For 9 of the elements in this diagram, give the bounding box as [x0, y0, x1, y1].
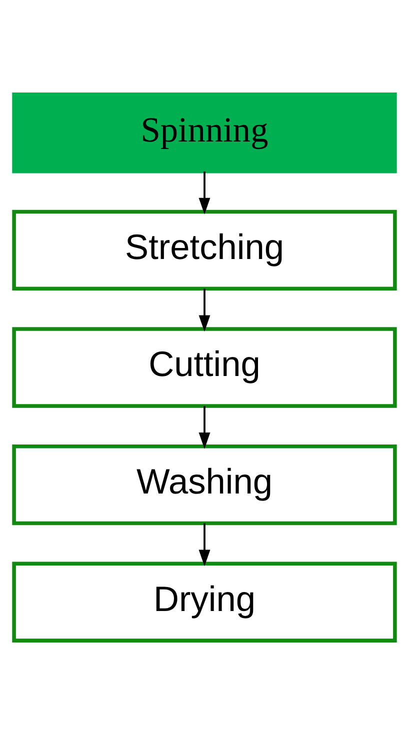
- node-box: Drying: [12, 562, 396, 642]
- arrow: [198, 523, 210, 566]
- node-box: Washing: [12, 444, 396, 526]
- node-box: Cutting: [12, 327, 396, 408]
- node-box: Stretching: [12, 210, 396, 291]
- arrow: [198, 406, 210, 449]
- arrow: [198, 171, 210, 214]
- arrow: [198, 288, 210, 332]
- node-box: Spinning: [12, 92, 396, 174]
